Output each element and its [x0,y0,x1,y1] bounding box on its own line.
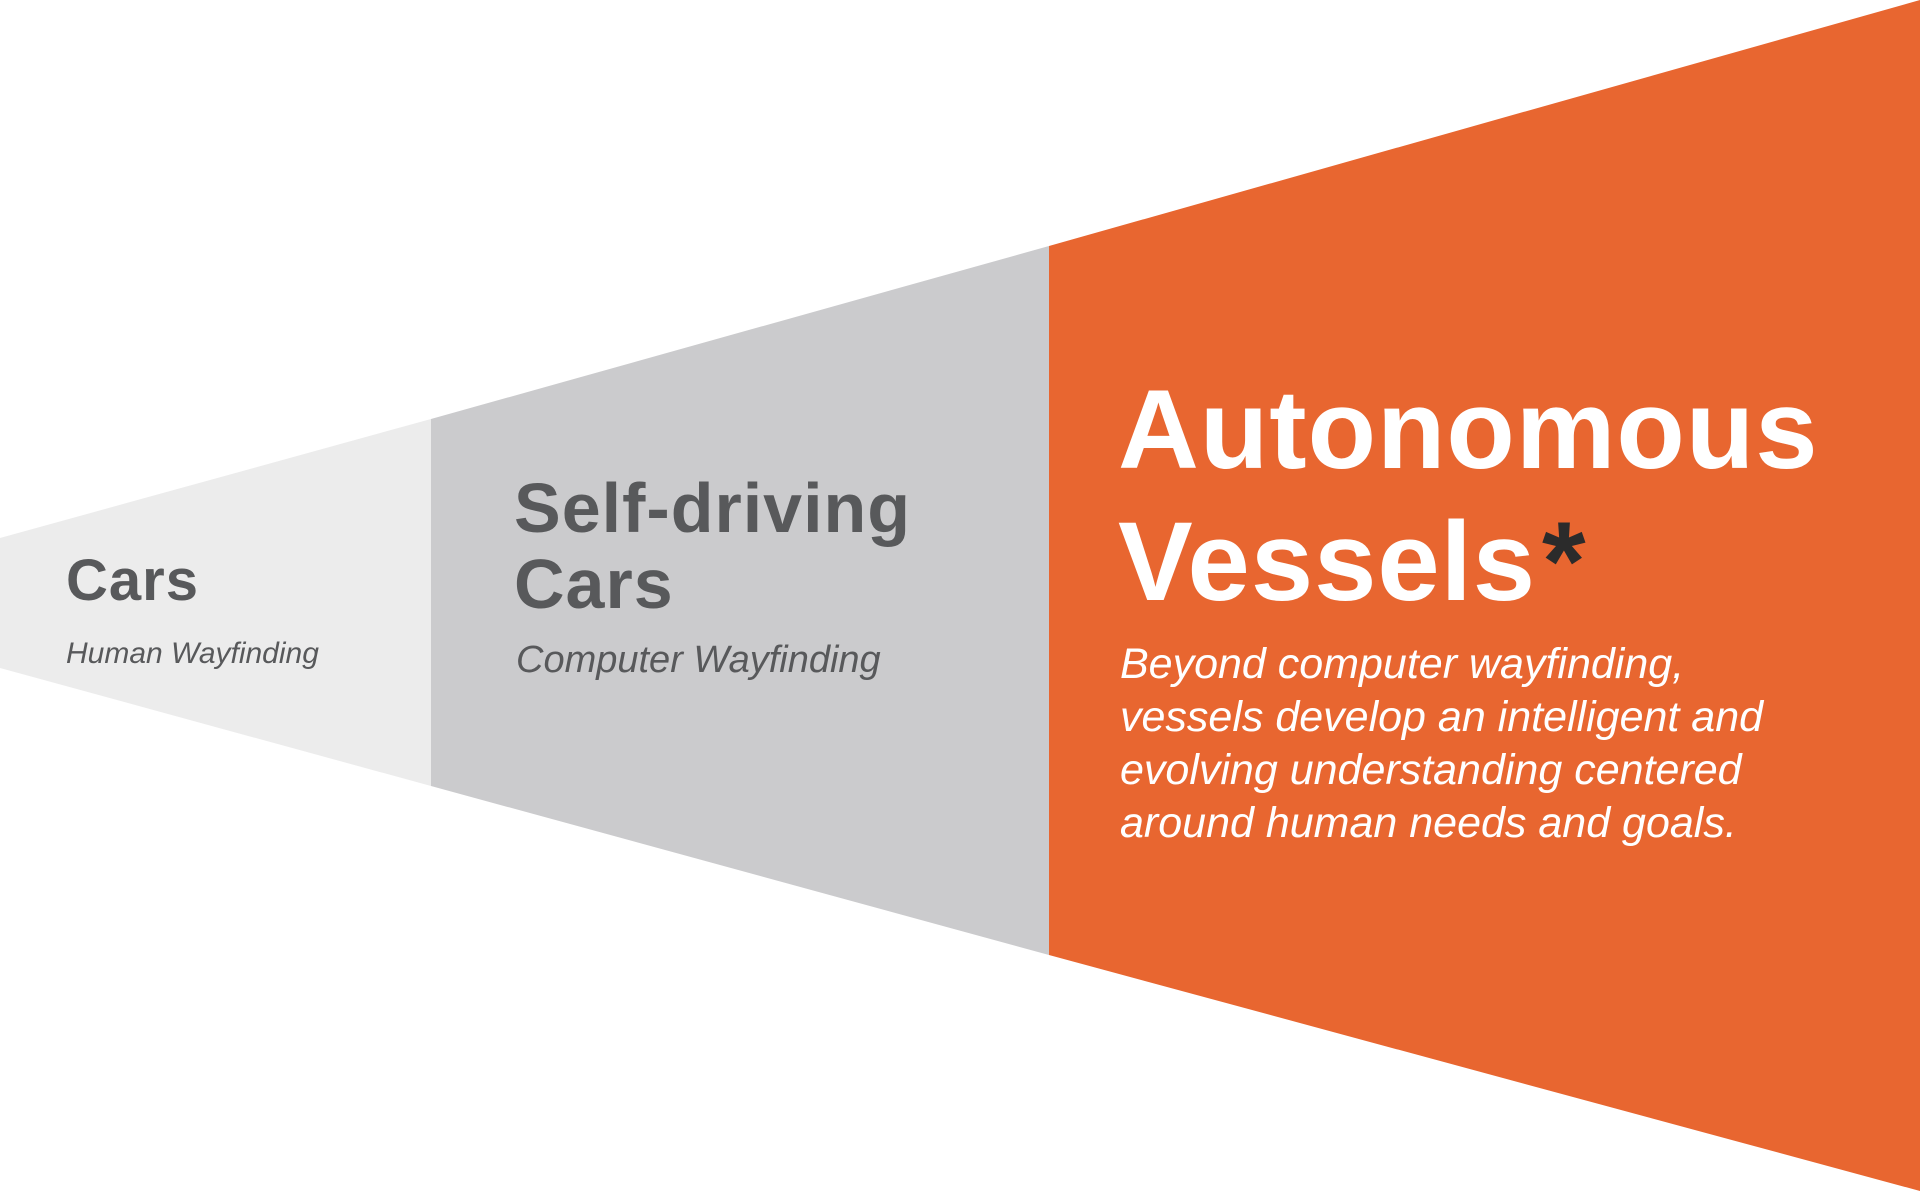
stage-cars-title: Cars [66,548,199,613]
stage-autonomous-title-line1: Autonomous [1118,367,1819,492]
stage-self-driving-band [431,246,1049,955]
stage-cars-subtitle: Human Wayfinding [66,637,319,670]
asterisk-marker: * [1542,499,1586,624]
stage-self-driving-title-line2: Cars [514,545,674,623]
stage-autonomous-description-line1: Beyond computer wayfinding, [1120,640,1685,688]
stage-autonomous-description-line4: around human needs and goals. [1120,799,1737,847]
stage-self-driving-subtitle: Computer Wayfinding [516,639,881,681]
stage-autonomous-description-line3: evolving understanding centered [1120,746,1742,794]
stage-autonomous-band [1049,0,1920,1191]
stage-autonomous-description-line2: vessels develop an intelligent and [1120,693,1764,741]
stage-cars-band [0,419,431,786]
stage-autonomous-title-line2: Vessels [1118,499,1537,624]
stage-self-driving-title-line1: Self-driving [514,469,912,547]
